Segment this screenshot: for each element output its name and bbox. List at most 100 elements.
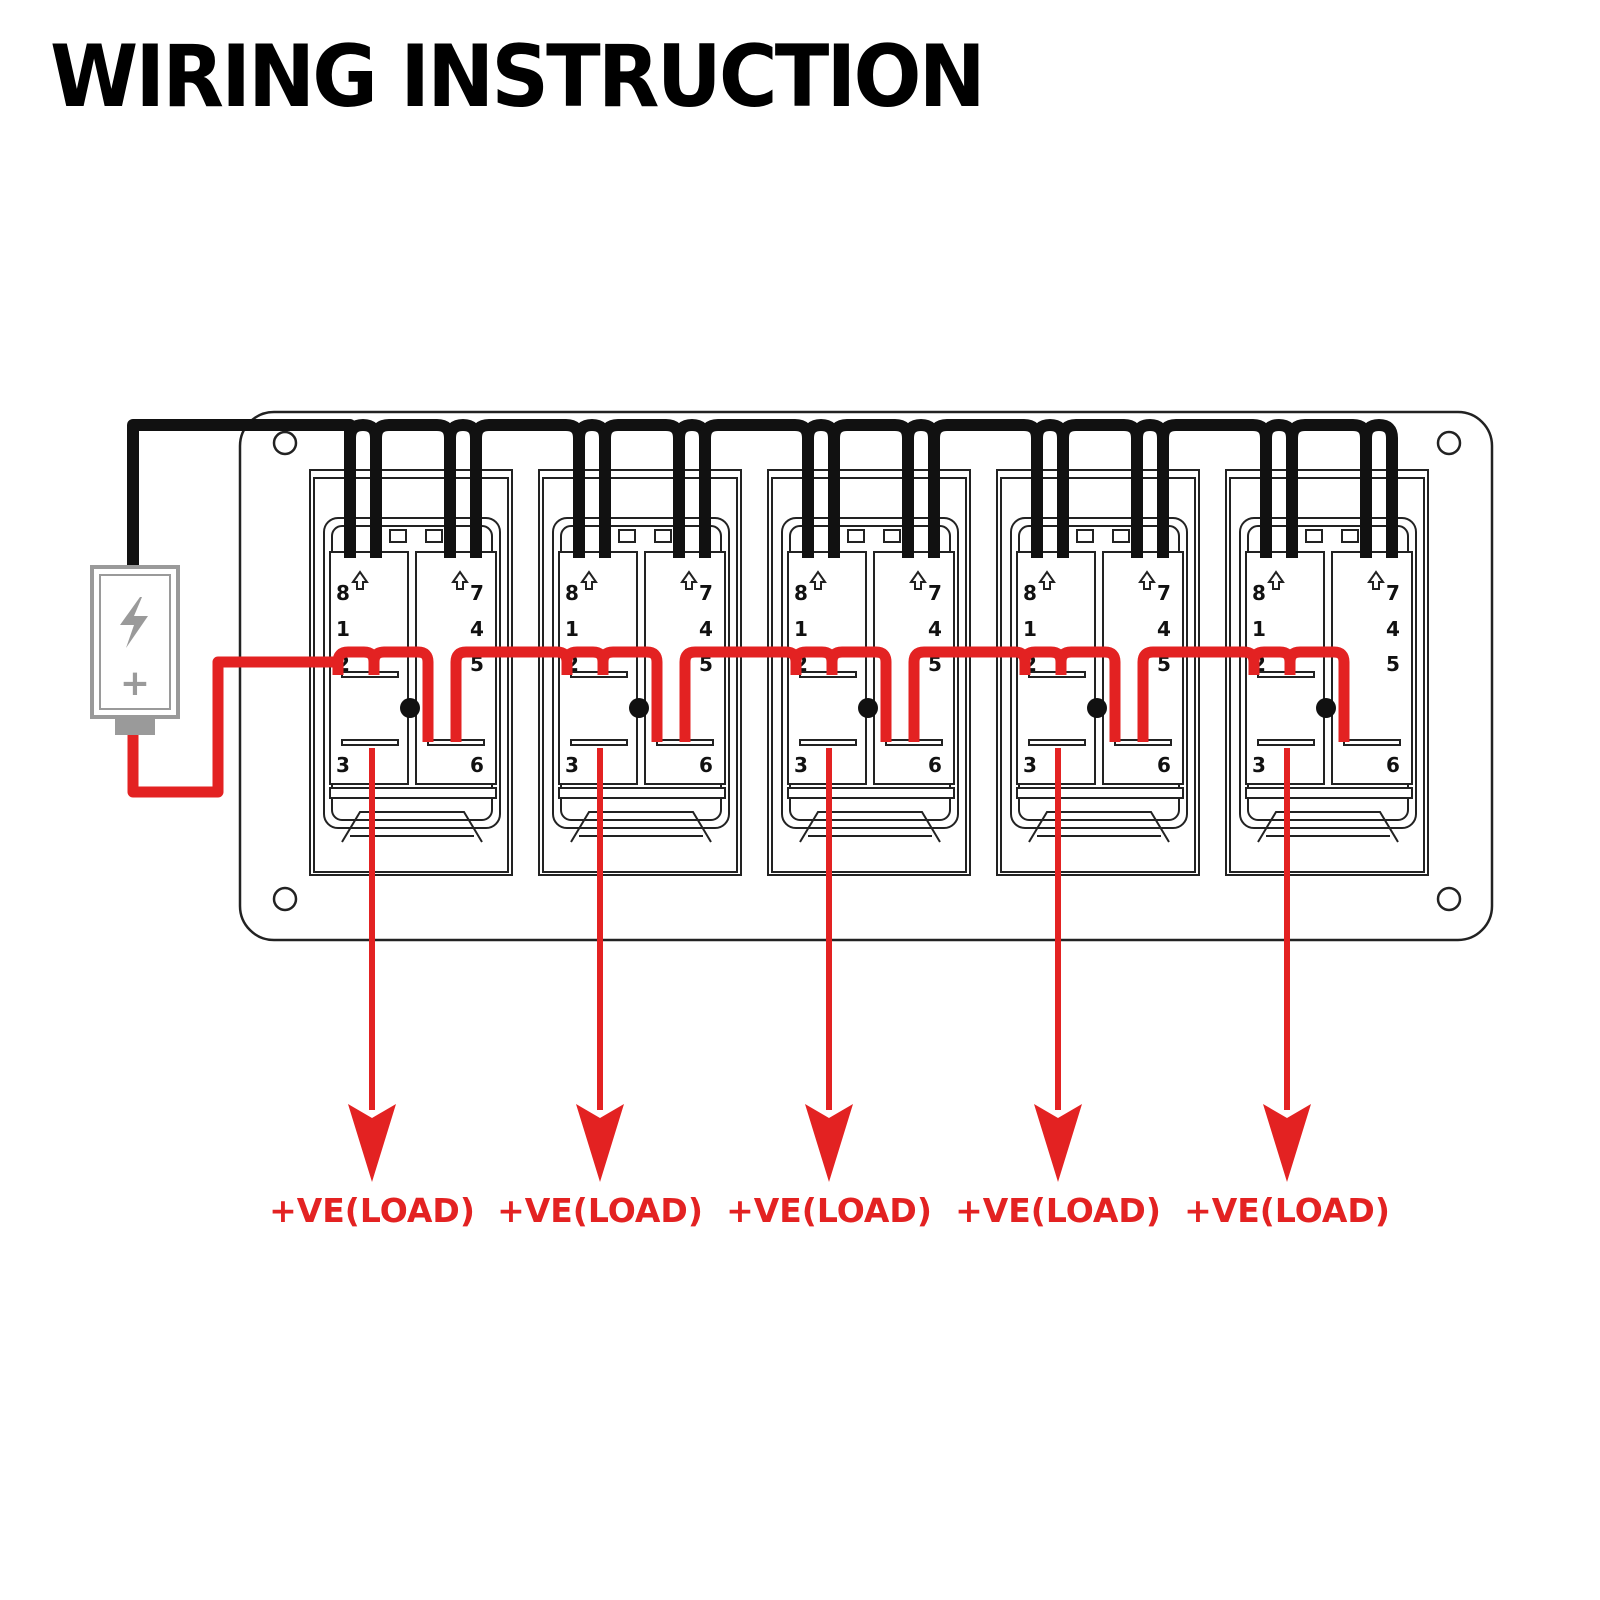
jumper-dot: [1087, 698, 1107, 718]
up-arrow-icon: [680, 570, 698, 590]
load-label: +VE(LOAD): [497, 1191, 703, 1230]
switch-clip: [1112, 529, 1130, 543]
pin-label: 3: [794, 753, 808, 777]
up-arrow-icon: [909, 570, 927, 590]
switch-latch: [1028, 811, 1170, 843]
panel-screw-hole: [1436, 886, 1462, 912]
pin-label: 5: [928, 652, 942, 676]
up-arrow-icon: [580, 570, 598, 590]
pin-label: 4: [1157, 617, 1171, 641]
switch-bottom-rail: [1016, 787, 1184, 799]
up-arrow-icon: [451, 570, 469, 590]
switch-clip: [654, 529, 672, 543]
up-arrow-icon: [1367, 570, 1385, 590]
jumper-dot: [1316, 698, 1336, 718]
battery-terminal: [115, 717, 155, 735]
jumper-dot: [858, 698, 878, 718]
load-arrow-icon: [576, 1104, 624, 1182]
terminal-blade: [341, 739, 399, 746]
battery-inner: [99, 574, 171, 710]
pin-label: 3: [565, 753, 579, 777]
pin-label: 8: [794, 581, 808, 605]
up-arrow-icon: [351, 570, 369, 590]
load-arrow-icon: [805, 1104, 853, 1182]
switch-bottom-rail: [329, 787, 497, 799]
pin-label: 6: [1386, 753, 1400, 777]
up-arrow-icon: [1038, 570, 1056, 590]
battery-body: [90, 565, 180, 719]
pin-label: 5: [699, 652, 713, 676]
pin-label: 6: [470, 753, 484, 777]
terminal-blade: [570, 739, 628, 746]
load-label: +VE(LOAD): [726, 1191, 932, 1230]
load-arrow-icon: [1034, 1104, 1082, 1182]
pin-label: 8: [565, 581, 579, 605]
pin-label: 7: [699, 581, 713, 605]
switch-clip: [425, 529, 443, 543]
pin-label: 8: [336, 581, 350, 605]
pin-label: 7: [1157, 581, 1171, 605]
pin-label: 3: [1252, 753, 1266, 777]
load-label: +VE(LOAD): [955, 1191, 1161, 1230]
pin-label: 1: [1023, 617, 1037, 641]
switch-clip: [1305, 529, 1323, 543]
pin-label: 3: [336, 753, 350, 777]
load-arrow-icon: [348, 1104, 396, 1182]
lightning-bolt-icon: [120, 597, 148, 648]
switch-clip: [618, 529, 636, 543]
pin-label: 8: [1252, 581, 1266, 605]
positive-wire-jumper: [826, 646, 892, 742]
switch-latch: [1257, 811, 1399, 843]
terminal-blade: [799, 739, 857, 746]
switch-clip: [847, 529, 865, 543]
up-arrow-icon: [1138, 570, 1156, 590]
battery: +: [90, 565, 180, 735]
pin-label: 5: [1386, 652, 1400, 676]
pin-label: 1: [336, 617, 350, 641]
pin-label: 4: [928, 617, 942, 641]
positive-wire-jumper: [597, 646, 663, 742]
switch-bottom-rail: [1245, 787, 1413, 799]
jumper-dot: [400, 698, 420, 718]
switch-bottom-rail: [558, 787, 726, 799]
pin-label: 6: [699, 753, 713, 777]
switch-latch: [341, 811, 483, 843]
pin-label: 5: [470, 652, 484, 676]
pin-label: 6: [1157, 753, 1171, 777]
positive-wire-jumper: [1284, 646, 1350, 742]
positive-wire-jumper: [1055, 646, 1121, 742]
pin-label: 4: [699, 617, 713, 641]
switch-clip: [883, 529, 901, 543]
pin-label: 1: [1252, 617, 1266, 641]
switch-clip: [1341, 529, 1359, 543]
pin-label: 7: [470, 581, 484, 605]
pin-label: 7: [1386, 581, 1400, 605]
pin-label: 7: [928, 581, 942, 605]
load-label: +VE(LOAD): [269, 1191, 475, 1230]
ground-wire-loop: [1360, 419, 1398, 558]
panel-screw-hole: [272, 886, 298, 912]
pin-label: 3: [1023, 753, 1037, 777]
switch-clip: [389, 529, 407, 543]
pin-label: 5: [1157, 652, 1171, 676]
switch-latch: [570, 811, 712, 843]
terminal-blade: [1028, 739, 1086, 746]
positive-wire-jumper: [368, 646, 434, 742]
panel-screw-hole: [1436, 430, 1462, 456]
up-arrow-icon: [809, 570, 827, 590]
switch-latch: [799, 811, 941, 843]
page-title: WIRING INSTRUCTION: [50, 27, 986, 127]
pin-label: 1: [794, 617, 808, 641]
pin-label: 6: [928, 753, 942, 777]
panel-screw-hole: [272, 430, 298, 456]
up-arrow-icon: [1267, 570, 1285, 590]
pin-label: 1: [565, 617, 579, 641]
pin-label: 4: [470, 617, 484, 641]
jumper-dot: [629, 698, 649, 718]
terminal-blade: [1343, 739, 1401, 746]
switch-bottom-rail: [787, 787, 955, 799]
terminal-blade: [1257, 739, 1315, 746]
switch-clip: [1076, 529, 1094, 543]
